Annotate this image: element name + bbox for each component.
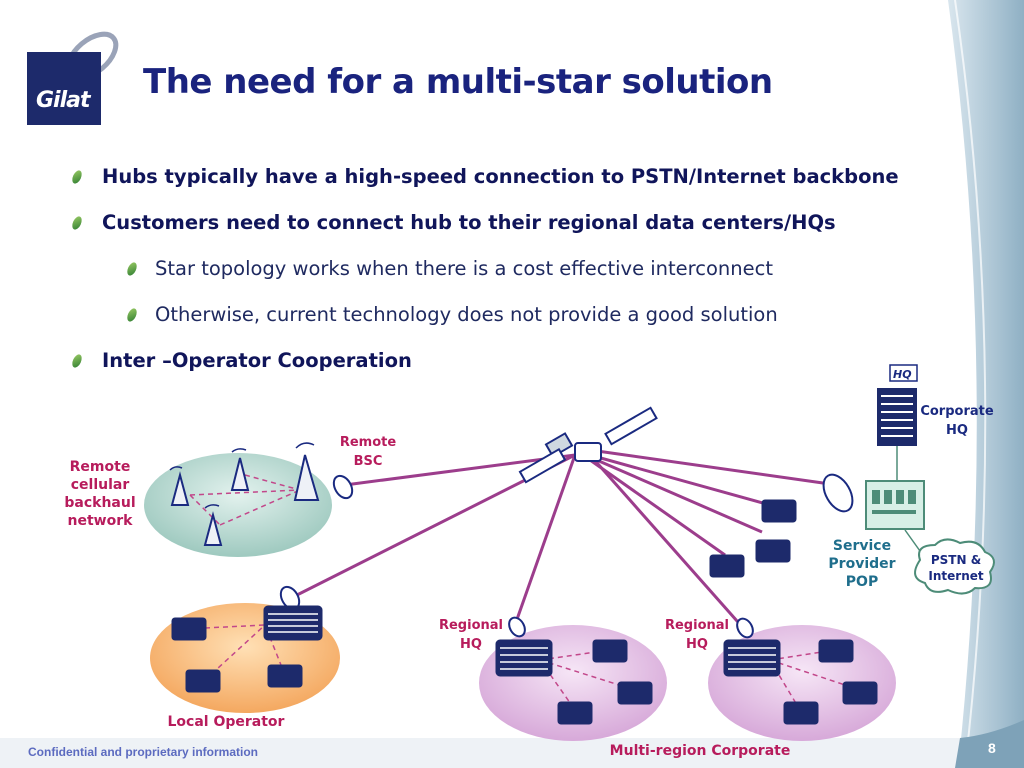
bullet-1: Hubs typically have a high-speed connect… [102,165,899,188]
satellite-icon [518,406,658,484]
sub-bullet-2: Otherwise, current technology does not p… [155,303,778,326]
page-number: 8 [988,740,996,756]
regional-hq-2-label: Regional HQ [664,618,729,652]
remote-cellular-label: Remote cellular backhaul network [64,459,136,529]
bullet-2: Customers need to connect hub to their r… [102,211,836,234]
local-operator-label: Local Operator [167,714,285,730]
slide-title: The need for a multi-star solution [143,62,773,102]
confidential-footer: Confidential and proprietary information [28,745,259,759]
regional-hq-1-label: Regional HQ [438,618,503,652]
sub-bullet-1: Star topology works when there is a cost… [155,257,774,280]
corporate-hq-label: Corporate HQ [920,404,994,438]
multi-region-label: Multi-region Corporate [609,743,791,759]
service-provider-equipment [865,480,925,530]
remote-bsc-label: Remote BSC [339,435,397,469]
pstn-cloud [914,538,995,595]
hq-sign: HQ [893,368,912,381]
service-provider-label: Service Provider POP [828,538,896,590]
satellite-links [294,448,831,631]
bullet-3: Inter –Operator Cooperation [102,349,412,372]
logo-text: Gilat [36,88,91,113]
gilat-logo [27,52,101,125]
cellular-network-area [144,453,332,557]
pstn-internet-label: PSTN & Internet [928,553,984,583]
